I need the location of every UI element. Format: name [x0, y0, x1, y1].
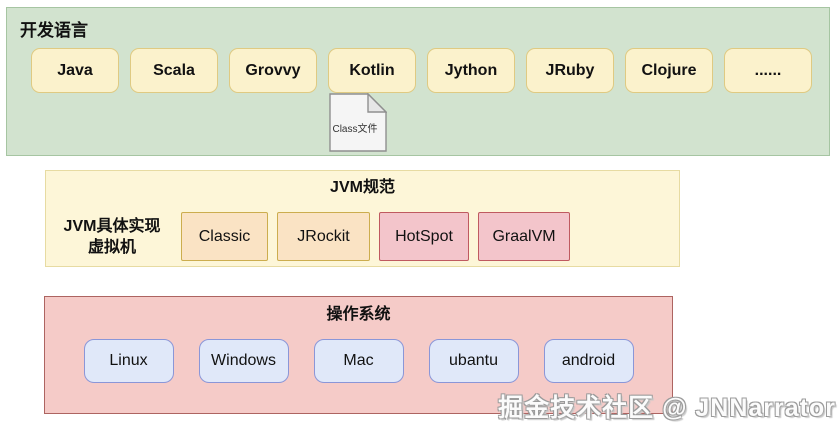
- language-box-more: ......: [724, 48, 812, 93]
- os-box-linux: Linux: [83, 339, 174, 383]
- jvm-implementations-row: JVM具体实现 虚拟机 Classic JRockit HotSpot Graa…: [46, 212, 679, 261]
- class-file-icon: Class文件: [329, 93, 387, 152]
- languages-layer-title: 开发语言: [20, 21, 88, 40]
- vm-box-graalvm: GraalVM: [478, 212, 570, 261]
- os-box-windows: Windows: [198, 339, 289, 383]
- vm-box-hotspot: HotSpot: [379, 212, 469, 261]
- language-box-jruby: JRuby: [526, 48, 614, 93]
- language-box-java: Java: [31, 48, 119, 93]
- os-layer-title: 操作系统: [326, 306, 391, 323]
- jvm-implementation-label-line2: 虚拟机: [87, 238, 136, 256]
- language-box-clojure: Clojure: [625, 48, 713, 93]
- os-box-ubantu: ubantu: [428, 339, 519, 383]
- os-box-mac: Mac: [313, 339, 404, 383]
- os-row: Linux Windows Mac ubantu android: [45, 339, 672, 383]
- vm-box-jrockit: JRockit: [277, 212, 370, 261]
- jvm-implementation-label-line1: JVM具体实现: [63, 217, 161, 235]
- vm-box-classic: Classic: [181, 212, 268, 261]
- language-box-jython: Jython: [427, 48, 515, 93]
- class-file-label: Class文件: [332, 124, 378, 135]
- languages-row: Java Scala Grovvy Kotlin Jython JRuby Cl…: [7, 48, 829, 93]
- os-box-android: android: [543, 339, 634, 383]
- language-box-scala: Scala: [130, 48, 218, 93]
- os-layer: 操作系统 Linux Windows Mac ubantu android: [44, 296, 673, 414]
- document-icon: [329, 93, 387, 152]
- language-box-grovvy: Grovvy: [229, 48, 317, 93]
- jvm-spec-title: JVM规范: [330, 179, 395, 196]
- languages-layer: 开发语言 Java Scala Grovvy Kotlin Jython JRu…: [6, 7, 830, 156]
- jvm-implementation-label: JVM具体实现 虚拟机: [52, 216, 172, 258]
- jvm-spec-layer: JVM规范 JVM具体实现 虚拟机 Classic JRockit HotSpo…: [45, 170, 680, 267]
- language-box-kotlin: Kotlin: [328, 48, 416, 93]
- watermark: 掘金技术社区 @ JNNarrator: [498, 394, 836, 422]
